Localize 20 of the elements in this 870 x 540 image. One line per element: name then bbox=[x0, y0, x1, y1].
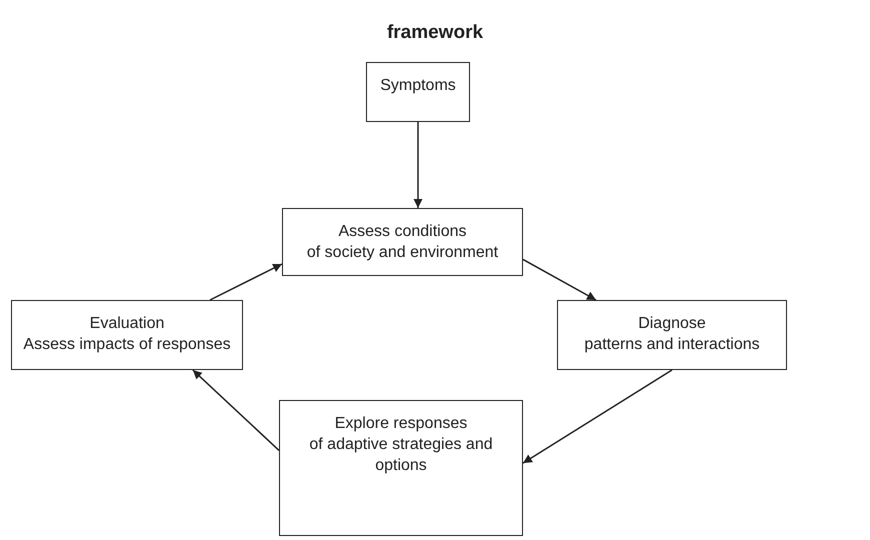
box-heading: Diagnose bbox=[637, 314, 707, 334]
process-box bbox=[11, 300, 243, 370]
arrow bbox=[414, 122, 422, 208]
process-box bbox=[366, 62, 470, 122]
box-description: of adaptive strategies and options bbox=[308, 435, 494, 476]
arrow bbox=[522, 369, 672, 464]
arrow bbox=[210, 263, 282, 301]
process-box bbox=[282, 208, 523, 276]
box-heading: Assess conditions bbox=[337, 222, 468, 242]
box-heading: Evaluation bbox=[88, 314, 166, 334]
process-box bbox=[279, 400, 523, 536]
box-heading: Symptoms bbox=[379, 76, 457, 96]
arrow bbox=[192, 369, 280, 451]
process-box bbox=[557, 300, 787, 370]
box-description: patterns and interactions bbox=[583, 335, 761, 355]
box-description: Assess impacts of responses bbox=[22, 335, 232, 355]
diagram-title: framework bbox=[386, 22, 484, 44]
box-heading: Explore responses bbox=[334, 414, 468, 434]
box-description: of society and environment bbox=[306, 243, 500, 263]
arrow bbox=[522, 258, 596, 301]
